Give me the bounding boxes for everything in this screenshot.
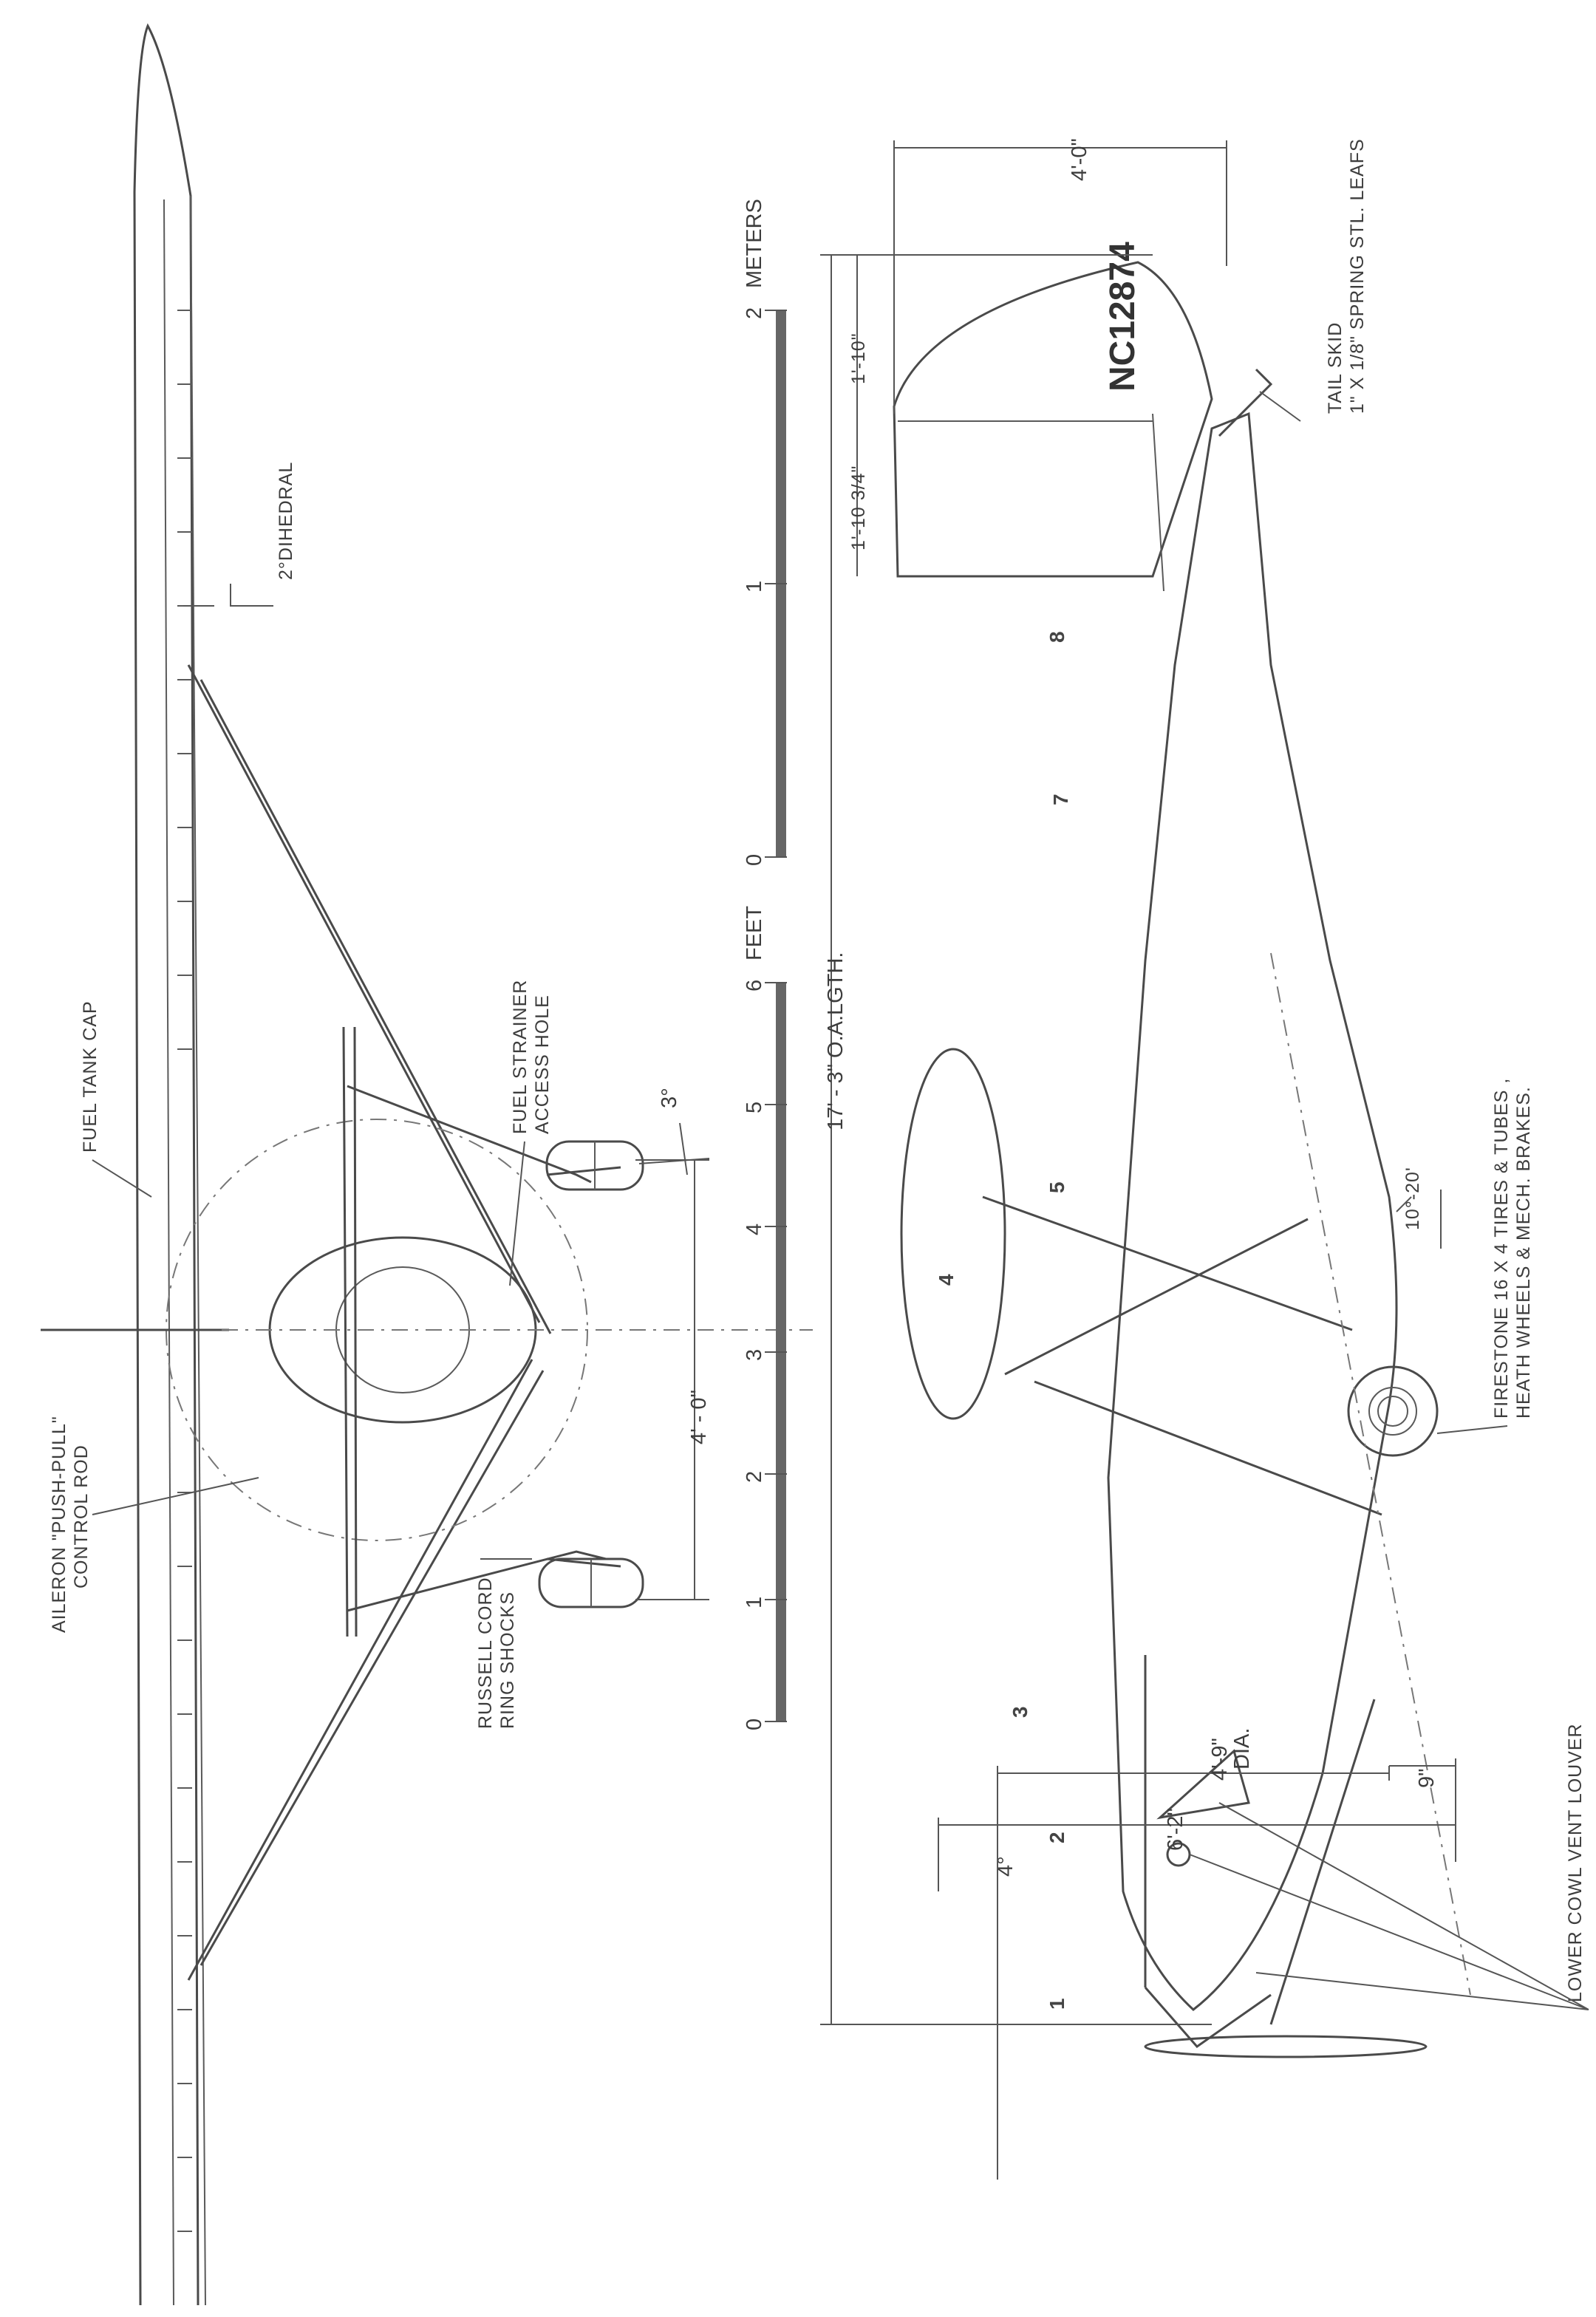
feet-tick-1: 1 xyxy=(743,1597,766,1608)
feet-unit: FEET xyxy=(743,906,766,960)
scale-bar: METERS 2 1 0 FEET 6 5 4 3 2 1 0 xyxy=(743,199,787,1730)
prop-dia-dim xyxy=(997,1766,1390,2180)
meters-tick-1: 1 xyxy=(743,581,766,593)
main-wheel-hub-inner xyxy=(1377,1396,1408,1427)
label-fuel-strainer-2: ACCESS HOLE xyxy=(532,994,553,1134)
feet-tick-2: 2 xyxy=(743,1471,766,1483)
feet-tick-3: 3 xyxy=(743,1349,766,1361)
label-rudder-chord-a: 1'-10" xyxy=(848,332,869,384)
label-prop-dia-2: DIA. xyxy=(1230,1728,1254,1770)
label-tail-skid-1: TAIL SKID xyxy=(1325,322,1346,414)
side-strut xyxy=(982,1195,1382,1516)
label-overall-length: 17' - 3" O.A.LGTH. xyxy=(824,952,848,1130)
station-4: 4 xyxy=(935,1274,958,1286)
label-tires-2: HEATH WHEELS & MECH. BRAKES. xyxy=(1513,1086,1534,1419)
stab-front xyxy=(342,1026,358,1637)
station-2: 2 xyxy=(1046,1832,1068,1843)
leader-tires xyxy=(1436,1425,1508,1434)
label-tires-1: FIRESTONE 16 X 4 TIRES & TUBES , xyxy=(1491,1078,1512,1419)
label-fuel-strainer-1: FUEL STRAINER xyxy=(510,980,531,1134)
fuselage-outline xyxy=(1107,412,1398,2011)
ground-line xyxy=(1270,952,1471,1996)
front-view-labels: AILERON "PUSH-PULL" CONTROL ROD FUEL TAN… xyxy=(49,462,711,1729)
main-wheel xyxy=(1347,1365,1439,1457)
meters-tick-0: 0 xyxy=(743,854,766,866)
spinner xyxy=(1144,1987,1272,2049)
front-view xyxy=(41,23,813,2306)
label-russell-cord-1: RUSSELL CORD xyxy=(475,1577,496,1729)
label-aileron-rod-1: AILERON "PUSH-PULL" xyxy=(49,1416,69,1633)
propeller xyxy=(1144,2035,1428,2058)
side-view: NC12874 1 2 3 4 5 7 8 xyxy=(893,242,1471,2058)
meters-unit: METERS xyxy=(743,199,766,288)
meters-tick-2: 2 xyxy=(743,307,766,319)
station-5: 5 xyxy=(1046,1181,1068,1193)
label-fuel-tank-cap: FUEL TANK CAP xyxy=(80,1000,100,1153)
label-dihedral: 2°DIHEDRAL xyxy=(276,462,296,580)
height-dim xyxy=(893,140,1227,414)
registration: NC12874 xyxy=(1103,242,1142,392)
label-gear-angle: 10°-20' xyxy=(1402,1167,1423,1230)
feet-tick-4: 4 xyxy=(743,1224,766,1235)
tail-post xyxy=(1152,413,1164,592)
label-aileron-rod-2: CONTROL ROD xyxy=(71,1444,92,1589)
station-3: 3 xyxy=(1009,1706,1031,1718)
meters-ticks xyxy=(765,310,787,858)
wing-profile xyxy=(900,1048,1006,1420)
leader-aileron xyxy=(92,1477,259,1515)
side-dimensions: 17' - 3" O.A.LGTH. 4'-0" 1'-10" 1'-10 3/… xyxy=(820,138,1456,2180)
overall-length-dim xyxy=(820,254,1212,2025)
leader-fuel-tank-cap xyxy=(92,1159,152,1198)
gear-angle-dim xyxy=(1396,1190,1442,1249)
right-wheel xyxy=(545,1140,644,1191)
tail-skid xyxy=(1218,368,1273,437)
label-track: 4' - 0" xyxy=(687,1390,711,1444)
wing-rib-marks xyxy=(177,310,192,2232)
lower-strut xyxy=(187,1359,545,1981)
leader-louver xyxy=(1189,1802,1589,2010)
wing-spar-line xyxy=(163,199,174,2306)
main-wheel-hub xyxy=(1368,1387,1417,1436)
station-7: 7 xyxy=(1049,794,1072,805)
cowl-louver xyxy=(1156,1749,1250,1820)
leader-fuel-strainer xyxy=(509,1141,525,1286)
feet-tick-6: 6 xyxy=(743,980,766,992)
rudder xyxy=(893,261,1213,578)
station-8: 8 xyxy=(1046,631,1068,643)
left-wheel xyxy=(538,1557,644,1608)
label-clearance: 9" xyxy=(1415,1769,1439,1788)
engine-cowl xyxy=(1144,1655,1376,2025)
dihedral-marker xyxy=(183,584,273,607)
gear-legs xyxy=(347,1085,607,1612)
label-tail-skid-2: 1" X 1/8" SPRING STL. LEAFS xyxy=(1347,138,1368,414)
side-view-labels: TAIL SKID 1" X 1/8" SPRING STL. LEAFS FI… xyxy=(1189,138,1589,2010)
label-russell-cord-2: RING SHOCKS xyxy=(497,1591,518,1729)
upper-strut xyxy=(187,664,552,1334)
label-louver: LOWER COWL VENT LOUVER xyxy=(1565,1723,1586,2002)
feet-tick-0: 0 xyxy=(743,1719,766,1730)
ground-height-dim xyxy=(938,1818,1456,1891)
wheel-angle-mark xyxy=(638,1122,710,1175)
clearance-dim xyxy=(1389,1758,1456,1862)
station-1: 1 xyxy=(1046,1998,1068,2010)
leader-tail-skid xyxy=(1259,391,1301,422)
track-dimension xyxy=(635,1159,709,1600)
label-prop-dia-1: 4'-9" xyxy=(1208,1738,1232,1781)
feet-tick-5: 5 xyxy=(743,1102,766,1113)
wing-outline xyxy=(133,23,200,2306)
label-height: 4'-0" xyxy=(1068,138,1091,181)
feet-ticks xyxy=(765,982,787,1722)
label-rudder-chord-b: 1'-10 3/4" xyxy=(848,465,869,550)
label-ground-height: 6'-2" xyxy=(1164,1808,1187,1851)
label-wheel-angle: 3° xyxy=(658,1088,681,1108)
